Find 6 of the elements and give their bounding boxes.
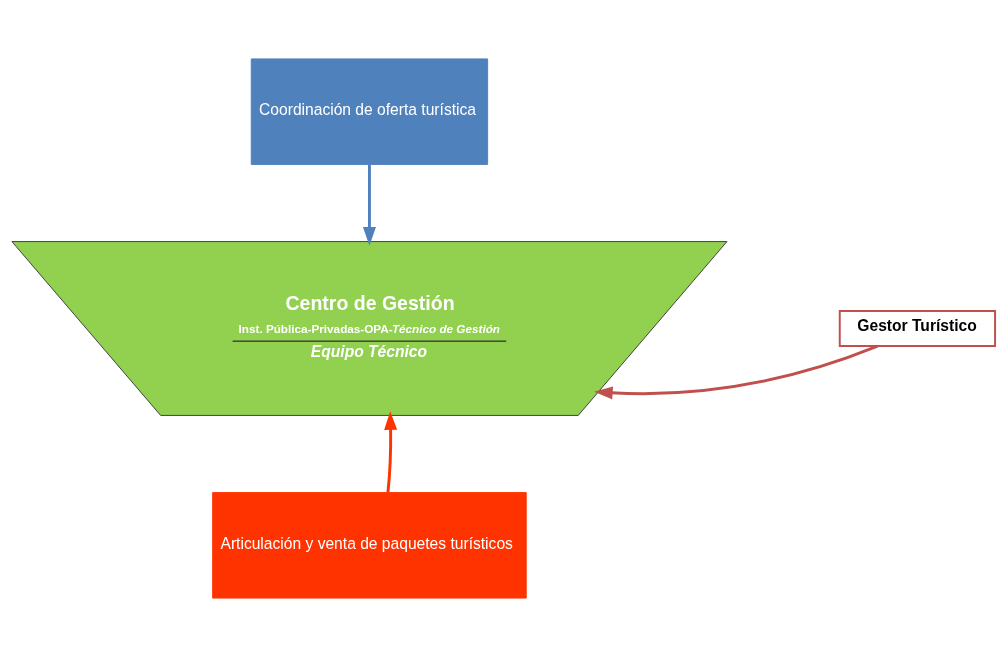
arrow xyxy=(384,411,398,493)
node-box: Articulación y venta de paquetes turísticos xyxy=(212,492,527,599)
arrow xyxy=(594,344,879,400)
node-box: Gestor Turístico xyxy=(838,309,997,348)
arrow xyxy=(362,164,376,246)
node-box: Coordinación de oferta turística xyxy=(250,58,489,165)
